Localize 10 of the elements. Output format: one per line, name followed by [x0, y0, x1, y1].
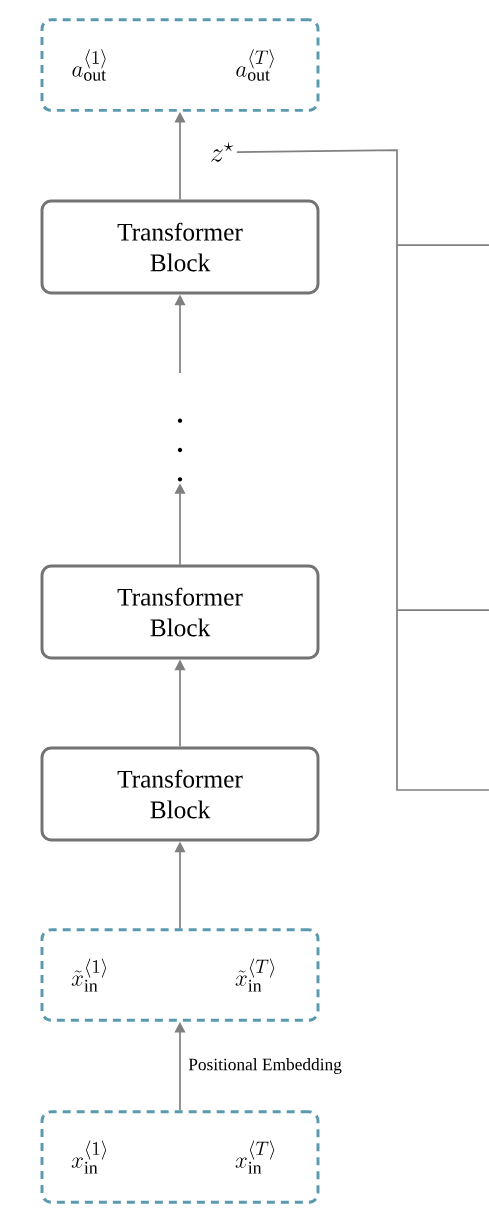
ellipsis: $\vdots$: [177, 418, 183, 482]
token-box: $a_{\mathrm{out}}^{\langle 1\rangle}$ $a_{\mathrm{out}}^{\langle T\rangle}$: [40, 18, 320, 112]
token-box: $\tilde{x}_{\mathrm{in}}^{\langle 1\rangle}$ $\tilde{x}_{\mathrm{in}}^{\langle T\rangle}$: [40, 928, 320, 1022]
token-box: $x_{\mathrm{in}}^{\langle 1\rangle}$ $x_{\mathrm{in}}^{\langle T\rangle}$: [40, 1110, 320, 1204]
transformer-block: Transformer Block: [40, 564, 320, 660]
transformer-block: Transformer Block: [40, 746, 320, 842]
latent-label: $z^{\star}$: [211, 142, 234, 162]
transformer-block: Transformer Block: [40, 199, 320, 295]
branch-line: [236, 149, 489, 791]
edge-label: Positional Embedding: [188, 1058, 342, 1074]
